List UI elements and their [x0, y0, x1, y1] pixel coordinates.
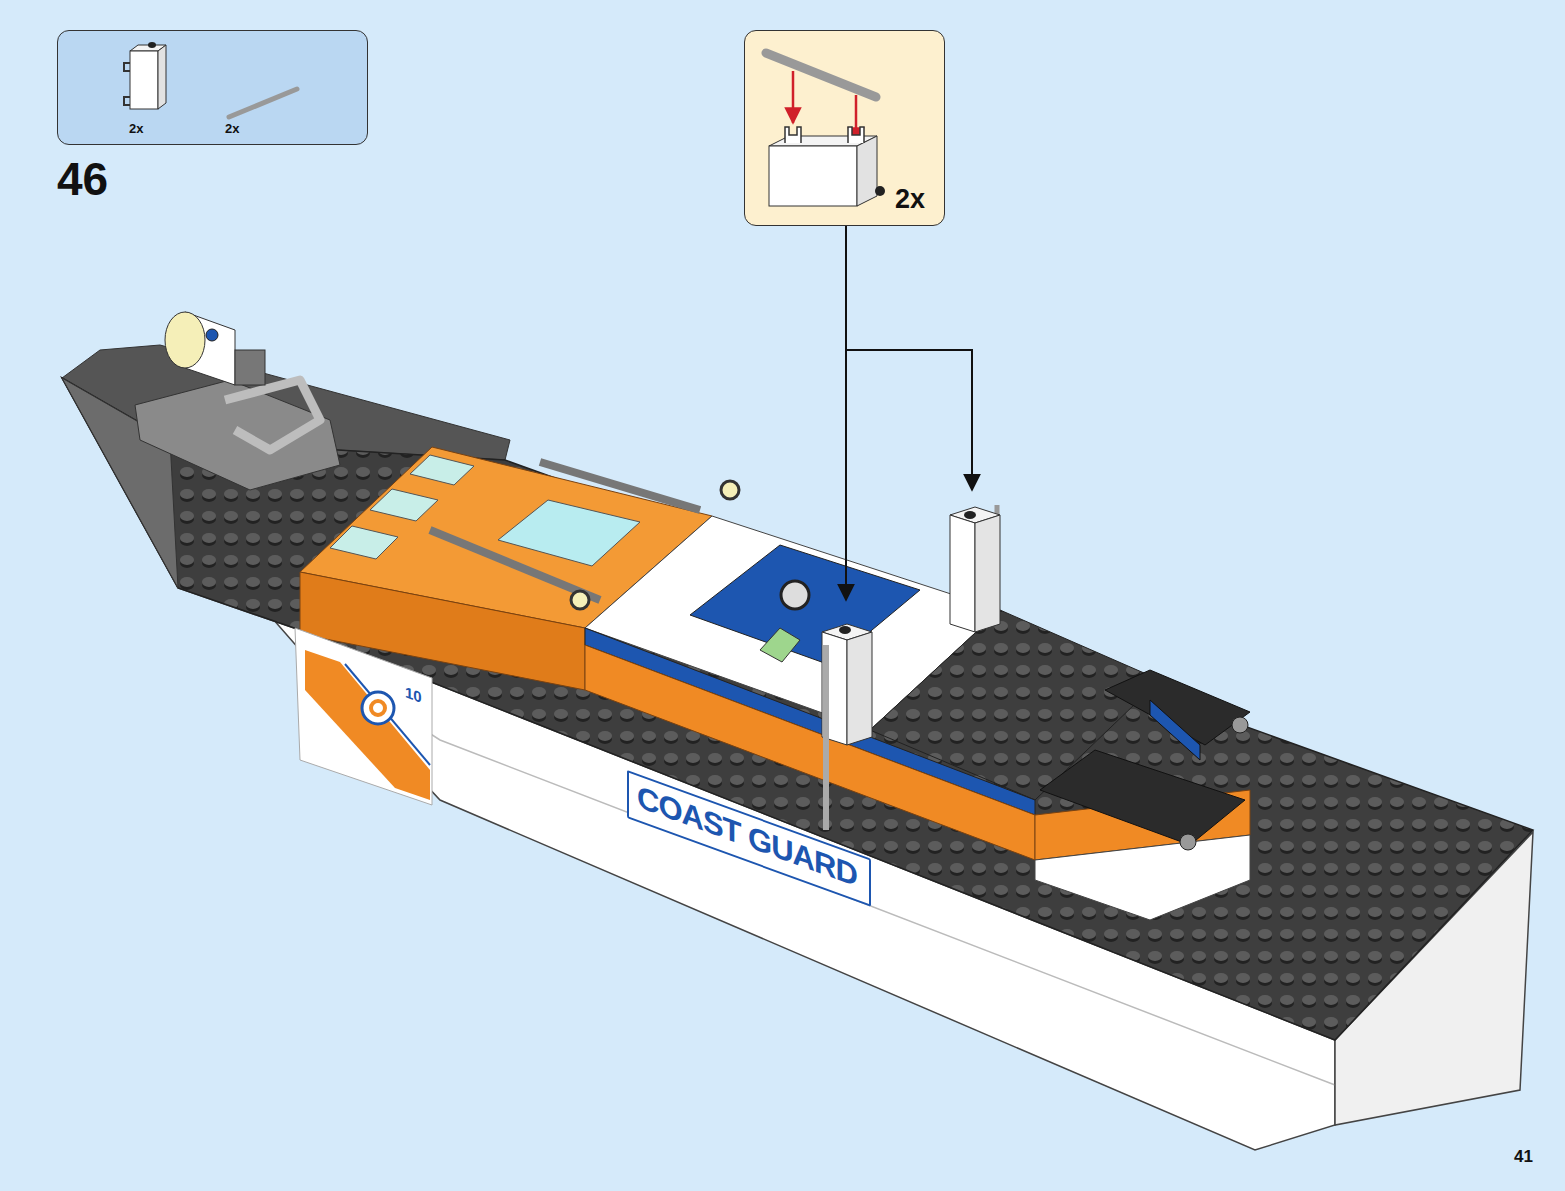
cabin — [571, 591, 589, 609]
part-count: 2x — [129, 122, 143, 137]
stripe-sticker — [362, 692, 394, 724]
posts — [950, 515, 975, 632]
coast-guard-sticker: COAST GUARD — [627, 770, 871, 907]
page-number: 41 — [1514, 1147, 1533, 1167]
posts — [964, 511, 976, 519]
posts — [823, 645, 829, 830]
hull — [62, 345, 1533, 1150]
text-holder: 2x — [895, 184, 925, 215]
parts-icons — [158, 45, 166, 109]
text-holder: 2x — [129, 119, 143, 137]
callout-icons — [857, 136, 877, 206]
deck-plate — [62, 378, 1533, 1040]
parts-list-box: 2x 2x — [57, 30, 368, 145]
cabin — [430, 530, 600, 600]
cockpit — [760, 628, 800, 662]
stern-blocks — [1150, 700, 1200, 760]
stern-blocks — [1232, 717, 1248, 733]
parts-icons — [58, 31, 369, 146]
bow-crane — [225, 380, 320, 450]
stripe-sticker — [295, 628, 432, 805]
callout-icons — [785, 127, 864, 143]
stripe-sticker — [371, 701, 385, 715]
bow-crane — [165, 312, 205, 368]
stripe-sticker — [295, 628, 432, 805]
deck-plate — [62, 378, 1533, 1040]
posts — [975, 515, 1000, 632]
cabin — [330, 526, 398, 559]
text-holder: 2x — [225, 119, 239, 137]
sticker-number: 10 — [405, 683, 422, 706]
label-holder: 46 — [57, 153, 108, 206]
stripe-sticker — [305, 650, 430, 800]
cockpit — [690, 545, 920, 665]
stern-blocks — [1035, 835, 1250, 920]
part-count: 2x — [225, 122, 239, 137]
bow-crane — [235, 350, 265, 385]
parts-icons — [148, 42, 156, 48]
bow-crane — [135, 380, 340, 490]
cabin — [498, 500, 640, 566]
bow-crane — [206, 329, 218, 341]
label-holder: 41 — [1514, 1147, 1533, 1167]
callout-box: 2x — [744, 30, 945, 226]
cabin — [410, 455, 474, 485]
posts — [847, 632, 872, 745]
stern-blocks — [1040, 750, 1245, 845]
stern-blocks — [1035, 670, 1250, 920]
posts — [839, 626, 851, 634]
cockpit — [585, 645, 1035, 860]
parts-icons — [130, 51, 158, 109]
callout-icons — [792, 71, 795, 123]
leader-arrows — [846, 226, 972, 490]
callout-icons — [766, 53, 876, 97]
sticker-text: COAST GUARD — [637, 779, 857, 895]
stripe-sticker — [345, 664, 430, 765]
bow-crane — [135, 312, 340, 490]
stern-blocks — [1180, 834, 1196, 850]
cabin — [721, 481, 739, 499]
cockpit — [781, 581, 809, 609]
text-holder: COAST GUARD — [629, 773, 869, 902]
step-number: 46 — [57, 153, 108, 206]
posts — [822, 505, 1000, 830]
cabin — [540, 462, 700, 510]
leader-arrows — [845, 350, 847, 600]
cabin — [370, 489, 438, 521]
parts-icons — [124, 63, 130, 105]
label-holder: 10 — [405, 683, 422, 707]
parts-icons — [229, 89, 297, 117]
callout-icons — [769, 146, 857, 206]
part-count: 2x — [895, 184, 925, 215]
callout-icons — [875, 186, 885, 196]
leader-arrows — [846, 226, 972, 600]
